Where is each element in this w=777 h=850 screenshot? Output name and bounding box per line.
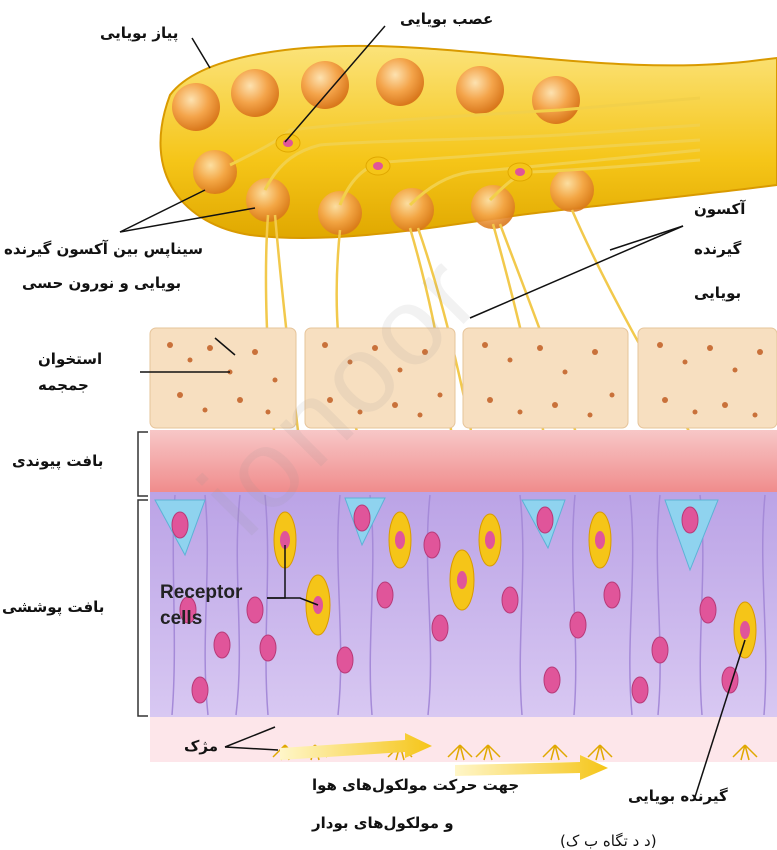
label-bottom-partial: (د د تگاه ب ک) [560, 832, 657, 850]
label-epithelium: بافت پوششی [2, 598, 104, 616]
label-receptor-cells-line1: Receptor [160, 582, 242, 605]
label-airflow-line1: جهت حرکت مولکول‌های هوا [312, 776, 519, 794]
label-skull-line1: استخوان [38, 350, 102, 368]
label-receptor-cells-line2: cells [160, 608, 202, 631]
label-skull-line2: جمجمه [38, 376, 89, 394]
label-cilia: مژک [184, 737, 218, 755]
label-olfactory-nerve: عصب بویایی [400, 10, 493, 28]
label-airflow-line2: و مولکول‌های بودار [312, 814, 454, 832]
layer-brackets [138, 432, 148, 716]
label-axon-line3: بویایی [694, 284, 741, 302]
label-olfactory-bulb: پیاز بویایی [100, 24, 178, 42]
label-axon-line1: آکسون [694, 200, 745, 218]
label-synapse-line1: سیناپس بین آکسون گیرنده [4, 240, 203, 258]
label-synapse-line2: بویایی و نورون حسی [22, 274, 181, 292]
label-olfactory-receptor: گیرنده بویایی [628, 787, 728, 805]
label-axon-line2: گیرنده [694, 240, 741, 258]
label-connective-tissue: بافت پیوندی [12, 452, 103, 470]
